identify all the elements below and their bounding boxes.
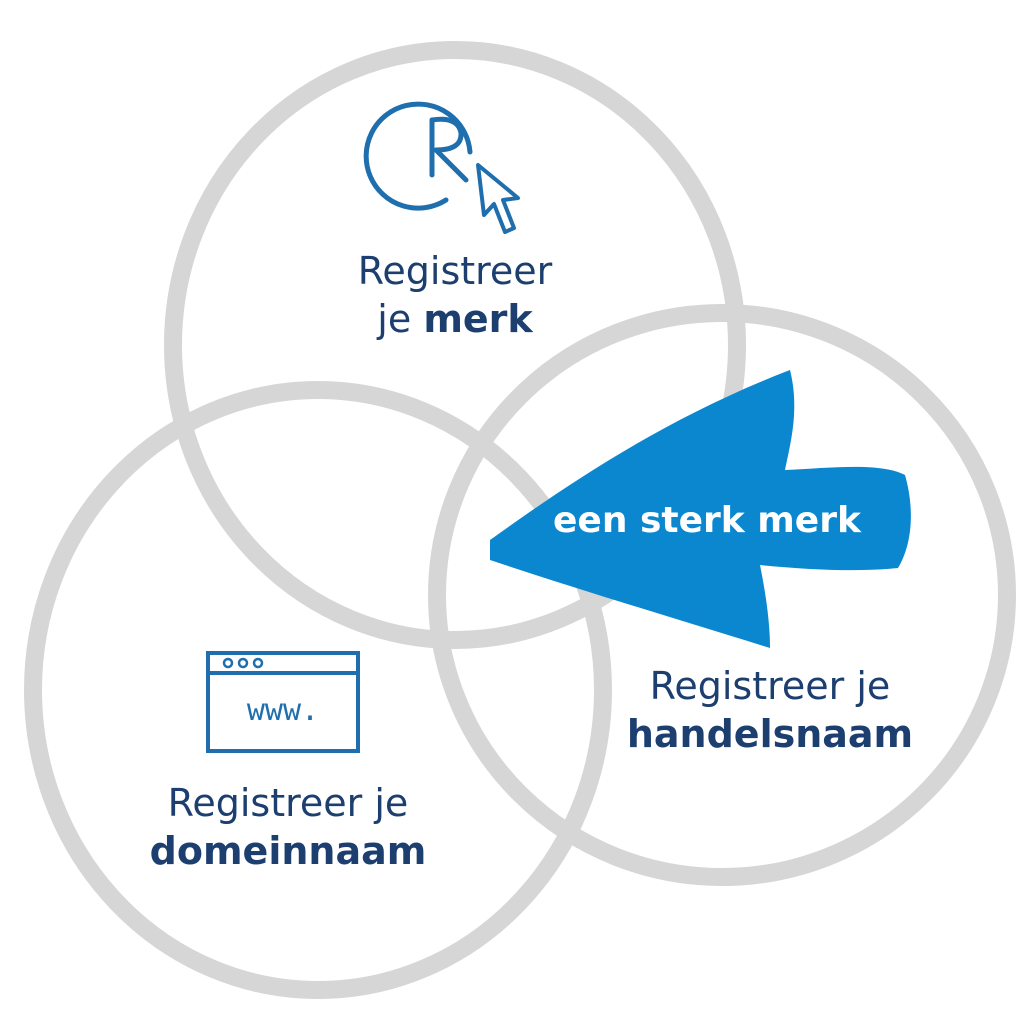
label-domeinnaam-line1: Registreer je [167, 781, 409, 825]
label-merk-bold: merk [423, 296, 533, 341]
label-domeinnaam: Registreer je domeinnaam [118, 780, 458, 875]
circle-domeinnaam [24, 381, 612, 999]
label-merk-prefix: je [377, 296, 424, 341]
circle-merk [164, 41, 746, 649]
label-domeinnaam-line2: domeinnaam [118, 828, 458, 876]
label-handelsnaam: Registreer je handelsnaam [600, 663, 940, 758]
browser-window-icon: www. [206, 651, 360, 753]
label-merk-line2: je merk [300, 296, 610, 344]
arrow-label: een sterk merk [553, 500, 861, 541]
label-handelsnaam-line2: handelsnaam [600, 711, 940, 759]
arrow-shape [490, 370, 911, 648]
label-handelsnaam-line1: Registreer je [649, 664, 891, 708]
label-merk: Registreer je merk [300, 248, 610, 343]
circle-handelsnaam [428, 304, 1016, 886]
label-handelsnaam-bold: handelsnaam [626, 711, 914, 756]
label-merk-line1: Registreer [357, 249, 553, 293]
browser-url-text: www. [247, 693, 319, 728]
registered-trademark-icon [363, 101, 520, 234]
label-domeinnaam-bold: domeinnaam [149, 828, 427, 873]
